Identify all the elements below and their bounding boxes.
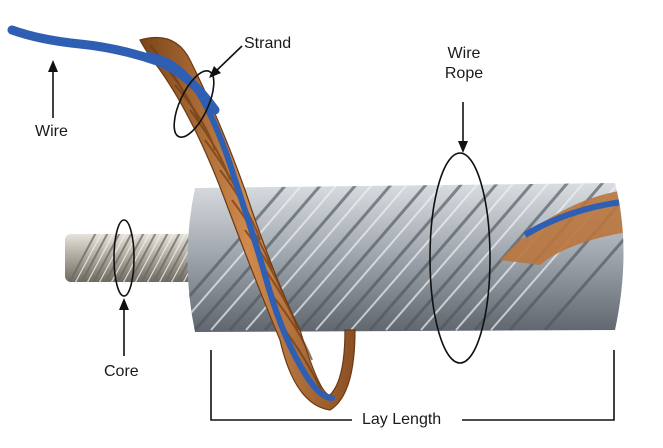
strand-arrow [209, 45, 243, 78]
wire-arrow [48, 60, 58, 118]
core-arrow [119, 298, 129, 356]
wire-rope-label: Wire Rope [438, 44, 490, 84]
wire-rope-body [187, 183, 624, 332]
wire-rope-ring [429, 152, 491, 364]
lay-length-bracket [210, 350, 615, 421]
strand-ring [173, 70, 215, 138]
wire-rope-label-line2: Rope [444, 65, 484, 82]
strand-tail-right [500, 188, 624, 265]
wire-rope-label-line1: Wire [447, 45, 481, 62]
strand-label: Strand [244, 35, 292, 52]
annotation-arrows [48, 45, 468, 356]
lay-length-label: Lay Length [362, 411, 442, 428]
core-ring [113, 219, 135, 297]
core-label: Core [104, 363, 139, 380]
wire-label: Wire [35, 123, 68, 140]
wire-rope-arrow [458, 102, 468, 153]
annotation-marks [113, 70, 491, 364]
single-wire [7, 25, 220, 115]
